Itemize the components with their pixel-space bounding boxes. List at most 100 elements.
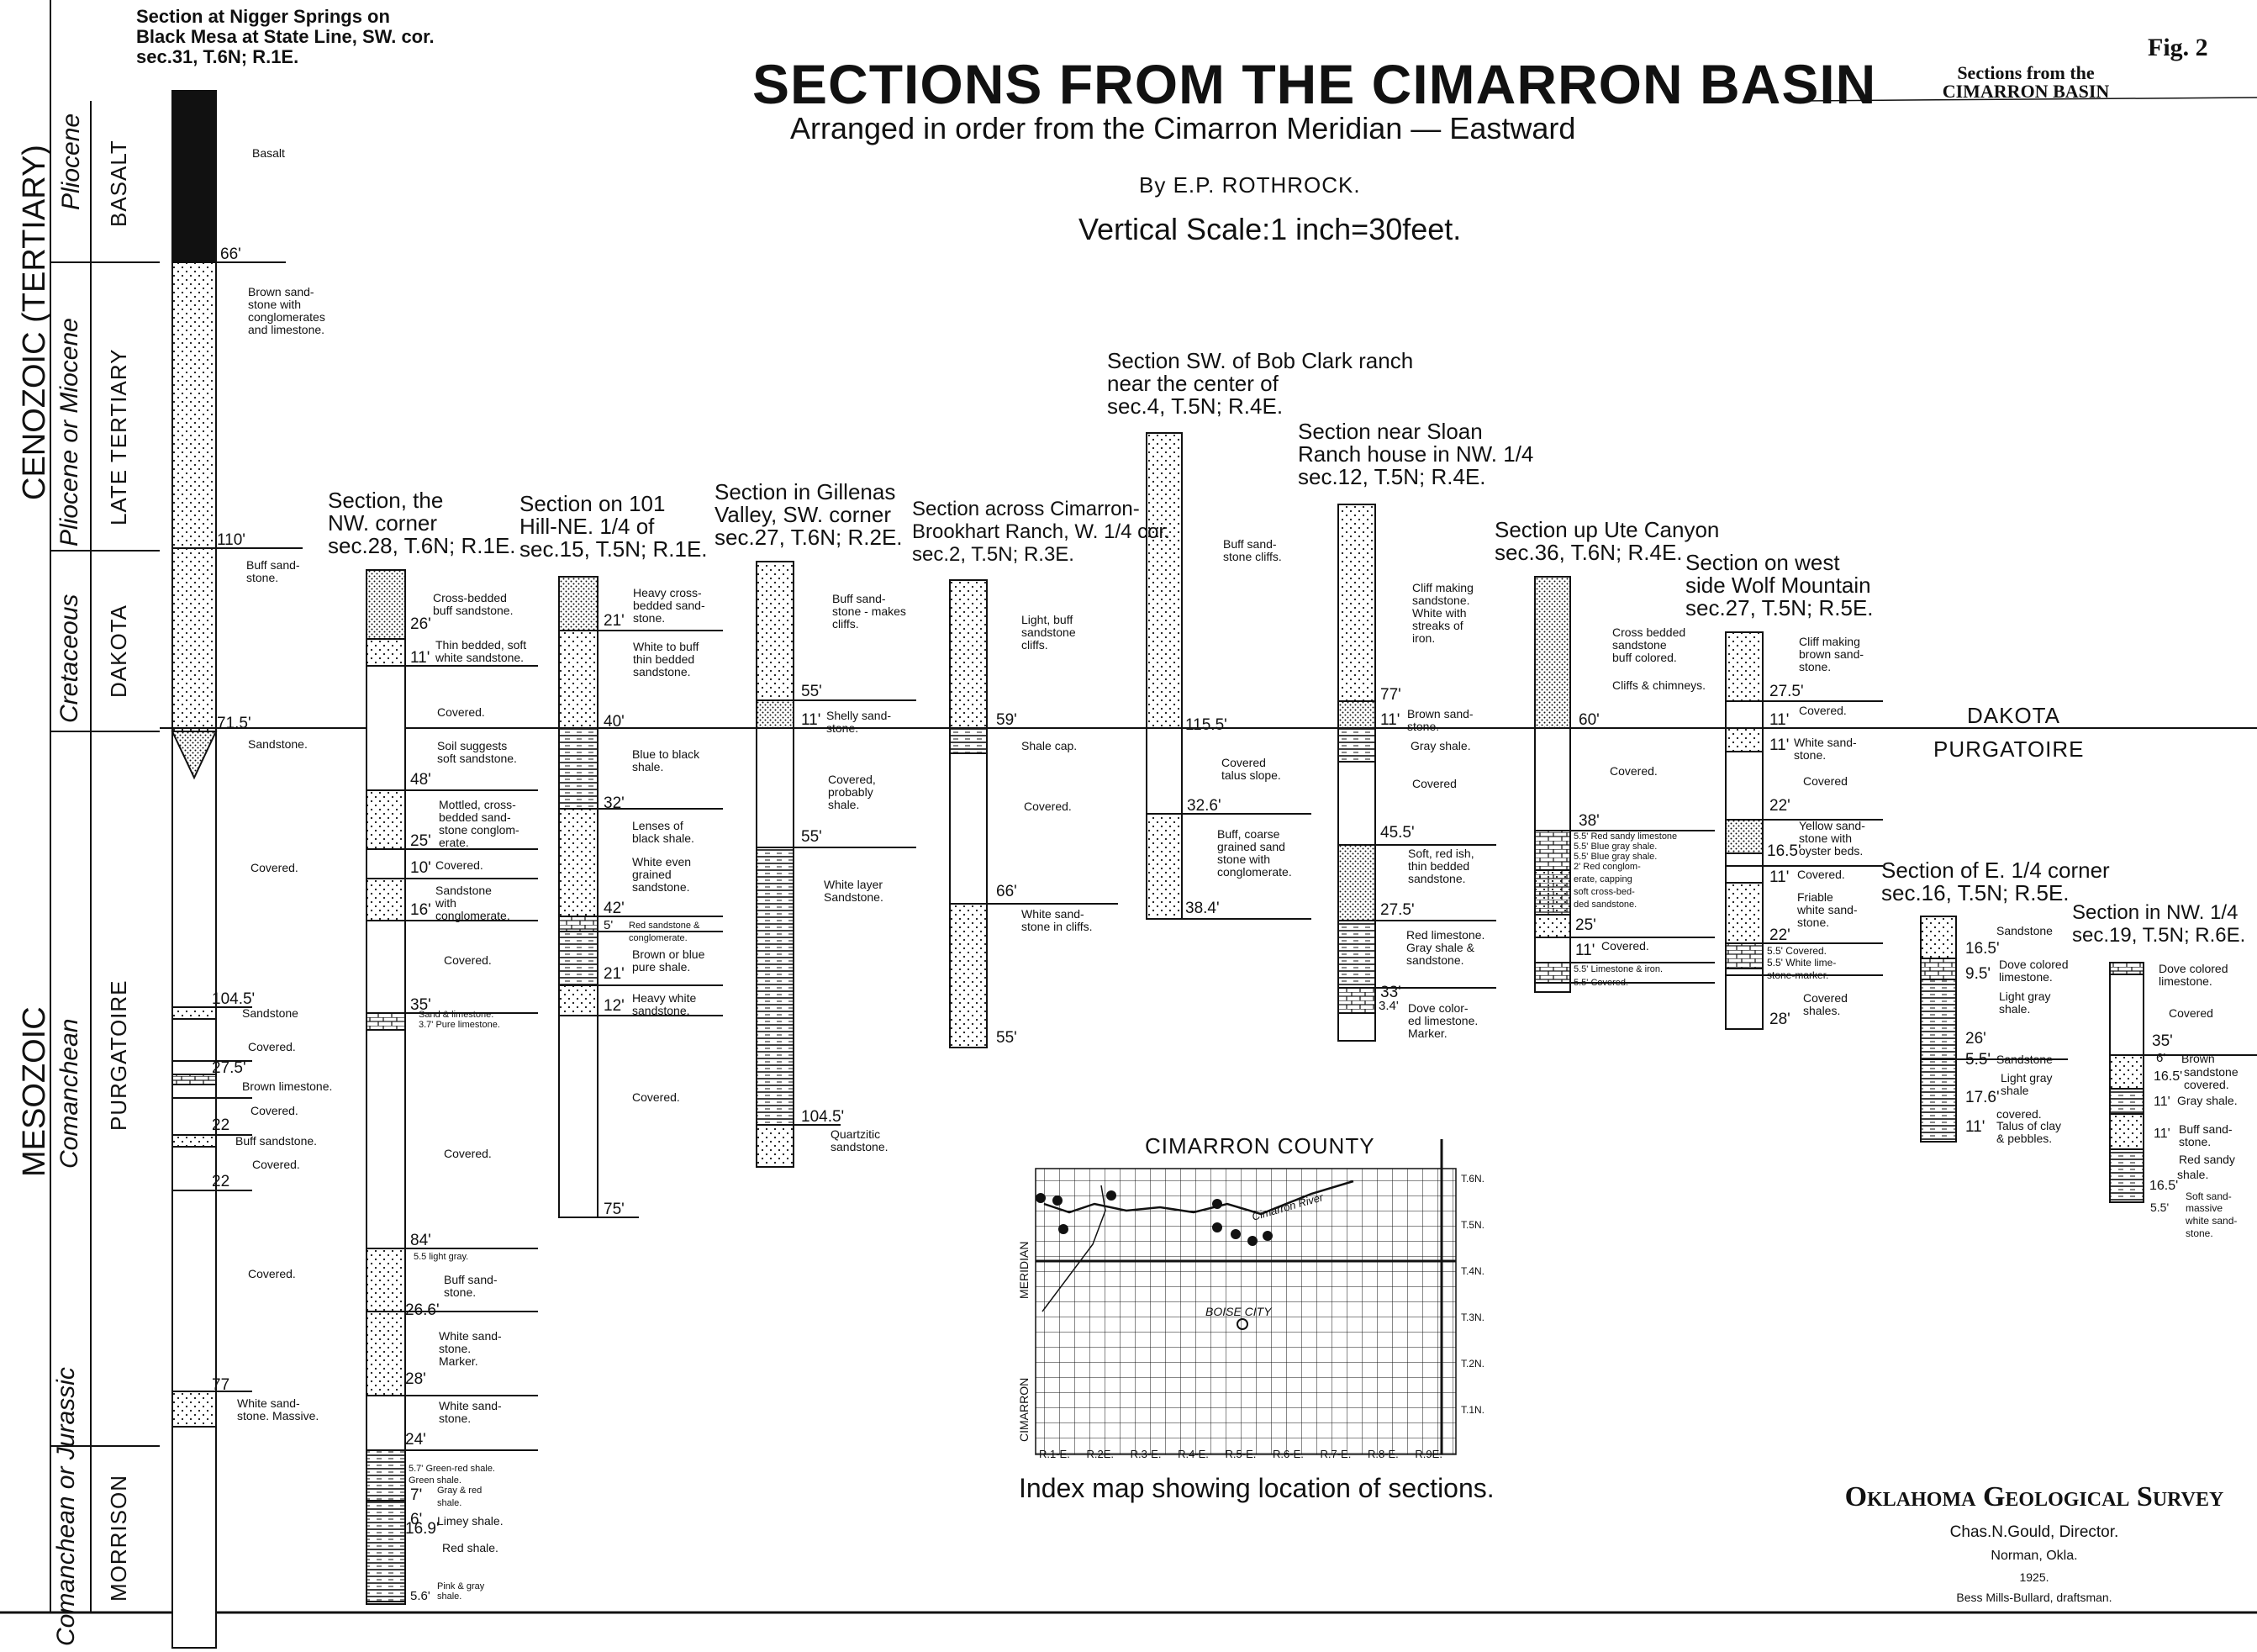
section-label: Brown sand-stone.	[1407, 708, 1474, 733]
section-label-line: Brown sand-	[1407, 708, 1474, 720]
section-label-line: covered.	[2184, 1079, 2239, 1091]
section-label: 3.7' Pure limestone.	[419, 1019, 500, 1032]
period-jurassic: Comanchean or Jurassic	[52, 1367, 81, 1646]
section-label-line: stone in cliffs.	[1021, 921, 1093, 933]
range-label: R.7-E.	[1320, 1448, 1351, 1460]
section-label-line: Dove colored	[2159, 963, 2228, 975]
section-label-line: Sandstone.	[824, 891, 883, 904]
section-6-title-line: Section SW. of Bob Clark ranch	[1107, 350, 1413, 372]
section-label-line: Gray & red	[437, 1485, 482, 1497]
section-label: Friablewhite sand-stone.	[1797, 891, 1858, 929]
section-label-line: talus slope.	[1221, 769, 1281, 782]
section-label: Covered	[1803, 775, 1848, 788]
section-2-title-line: Section, the	[328, 489, 516, 512]
section-label: White sand-stone.	[1794, 736, 1857, 762]
section-thickness: 11'	[1575, 942, 1595, 960]
section-label-line: Light gray	[1999, 990, 2050, 1003]
section-thickness: 55'	[801, 683, 822, 701]
form-morrison: MORRISON	[106, 1475, 132, 1602]
section-label-line: White sand-	[439, 1330, 502, 1343]
section-thickness: 42'	[604, 900, 625, 918]
section-label: Sandstone	[1996, 925, 2053, 937]
section-label-line: sandstone.	[632, 1005, 696, 1017]
section-5-title: Section across Cimarron- Brookhart Ranch…	[912, 498, 1170, 566]
section-label-line: Dove color-	[1408, 1002, 1478, 1015]
section-1-title-line: Section at Nigger Springs on	[136, 7, 435, 27]
section-label-line: sandstone.	[1408, 873, 1474, 885]
section-label: Shale cap.	[1021, 740, 1077, 752]
section-label-line: Cliff making	[1799, 636, 1864, 648]
section-thickness: 11'	[1769, 711, 1789, 730]
section-thickness: 24'	[405, 1431, 426, 1449]
section-1-title-line: Black Mesa at State Line, SW. cor.	[136, 27, 435, 47]
section-thickness: 71.5'	[217, 715, 251, 733]
section-label: Buff sand-stone.	[246, 559, 300, 584]
index-map-county: CIMARRON COUNTY	[1145, 1133, 1375, 1159]
section-label-line: stone.	[633, 612, 705, 625]
section-7-title-line: Section near Sloan	[1298, 420, 1533, 443]
section-label: Buff, coarsegrained sandstone withconglo…	[1217, 828, 1292, 879]
section-thickness: 25'	[1575, 916, 1596, 935]
section-label-line: Soil suggests	[437, 740, 517, 752]
township-label: T.6N.	[1461, 1173, 1490, 1219]
index-map-meridian-label: CIMARRON	[1017, 1378, 1031, 1442]
section-thickness: 32.6'	[1187, 797, 1221, 815]
vertical-scale: Vertical Scale:1 inch=30feet.	[1078, 212, 1461, 247]
section-thickness: 11'	[410, 649, 430, 668]
section-thickness: 16.5'	[2149, 1179, 2178, 1194]
section-3-title-line: sec.15, T.5N; R.1E.	[519, 538, 708, 561]
section-label-line: White sand-	[1794, 736, 1857, 749]
draftsman-line: Bess Mills-Bullard, draftsman.	[1816, 1591, 2253, 1604]
author-line: By E.P. ROTHROCK.	[1139, 172, 1361, 198]
section-label-line: shale.	[1999, 1003, 2050, 1016]
section-label: Limey shale.	[437, 1515, 504, 1528]
range-label: R.9E.	[1415, 1448, 1442, 1460]
section-label-line: Red limestone.	[1406, 929, 1484, 942]
section-label-line: sandstone.	[633, 666, 699, 678]
section-label-line: & pebbles.	[1996, 1132, 2061, 1145]
section-label-line: Thin bedded, soft	[435, 639, 526, 652]
section-label-line: Light gray	[2001, 1072, 2052, 1085]
section-label-line: stone. Massive.	[237, 1410, 319, 1422]
section-label-line: Friable	[1797, 891, 1858, 904]
section-label: Covered.	[435, 859, 483, 872]
section-label-line: sandstone.	[1412, 594, 1474, 607]
corner-title: Sections from the CIMARRON BASIN	[1917, 64, 2135, 101]
section-4-title-line: sec.27, T.6N; R.2E.	[715, 526, 903, 549]
section-thickness: 5.5'	[1965, 1051, 1991, 1069]
section-label-line: Shelly sand-	[826, 710, 891, 722]
township-label: T.1N.	[1461, 1404, 1490, 1450]
section-thickness: 26'	[410, 615, 431, 634]
section-thickness: 16'	[410, 901, 431, 920]
section-label-line: Light, buff	[1021, 614, 1076, 626]
section-label-line: stone.	[439, 1412, 502, 1425]
page-title: SECTIONS FROM THE CIMARRON BASIN	[752, 52, 1876, 116]
section-label-line: soft sandstone.	[437, 752, 517, 765]
section-label: White evengrainedsandstone.	[632, 856, 691, 894]
section-label-line: Cross bedded	[1612, 626, 1685, 639]
section-label-line: shales.	[1803, 1005, 1848, 1017]
section-label-line: Red sandstone &	[629, 920, 699, 932]
section-label-line: Buff sand-	[246, 559, 300, 572]
section-label-line: stone cliffs.	[1223, 551, 1282, 563]
section-9-title: Section on west side Wolf Mountain sec.2…	[1685, 552, 1874, 620]
section-label-line: Dove colored	[1999, 958, 2069, 971]
section-label: Buff sand-stone - makescliffs.	[832, 593, 906, 631]
figure-label: Fig. 2	[2148, 34, 2208, 62]
section-label: Buff sand-stone cliffs.	[1223, 538, 1282, 563]
section-2-title: Section, the NW. corner sec.28, T.6N; R.…	[328, 489, 516, 557]
range-label: R.6-E.	[1273, 1448, 1304, 1460]
section-label: Heavy cross-bedded sand-stone.	[633, 587, 705, 625]
section-label-line: stone.	[2179, 1136, 2233, 1148]
section-label: Cross beddedsandstonebuff colored.	[1612, 626, 1685, 664]
section-label: Soft, red ish,thin beddedsandstone.	[1408, 847, 1474, 885]
section-label-line: ed limestone.	[1408, 1015, 1478, 1027]
section-thickness: 77	[212, 1376, 229, 1395]
section-thickness: 21'	[604, 965, 625, 984]
range-label: R.1-E.	[1039, 1448, 1070, 1460]
section-label-line: stone with	[1217, 853, 1292, 866]
age-pliocene-miocene: Pliocene or Miocene	[55, 318, 84, 546]
form-purgatoire: PURGATOIRE	[106, 979, 132, 1131]
section-label: Covered.	[1601, 940, 1649, 953]
